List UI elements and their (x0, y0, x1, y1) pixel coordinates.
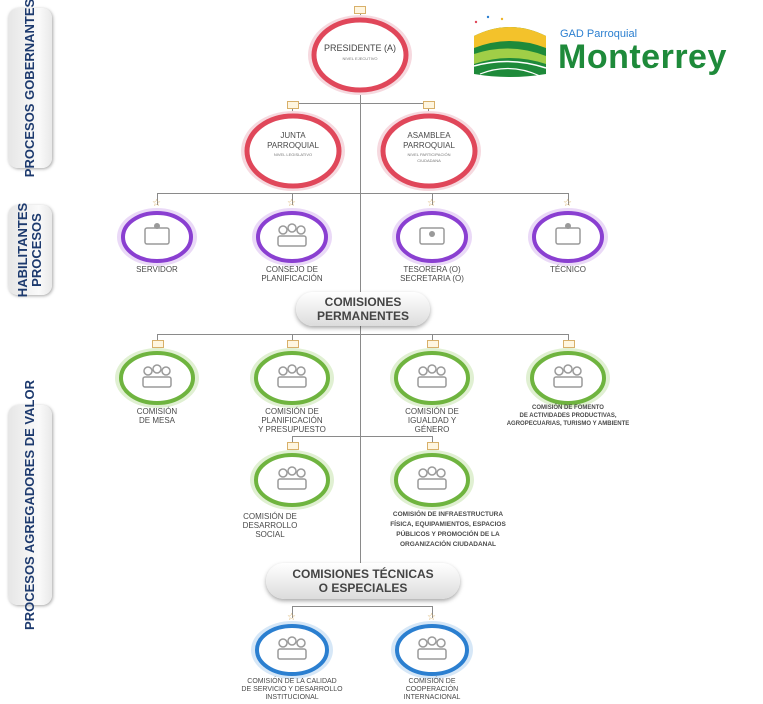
pill-tecnicas-line1: COMISIONES TÉCNICAS (292, 567, 434, 581)
tag-planif (287, 340, 299, 348)
node-mesa-line2: DE MESA (138, 416, 175, 425)
node-asamblea-circle (377, 111, 481, 191)
node-desarrollo-line1: COMISIÓN DE (243, 512, 297, 521)
pill-tecnicas-line2: O ESPECIALES (318, 581, 408, 595)
side-tab-habilitantes: HABILITANTES PROCESOS (8, 202, 52, 298)
node-presidente-title: PRESIDENTE (A) (323, 43, 396, 53)
logo-emblem (473, 15, 547, 77)
star-cooperacion: ☆ (427, 612, 436, 623)
side-label-gobernantes: PROCESOS GOBERNANTES (22, 0, 37, 178)
node-calidad-line3: INSTITUCIONAL (265, 694, 319, 701)
node-presidente-circle (308, 15, 412, 95)
node-tesorera-circle (392, 208, 472, 266)
node-cooperacion-line3: INTERNACIONAL (403, 694, 461, 701)
node-cooperacion-circle (391, 621, 473, 679)
side-label-habilitantes: HABILITANTES PROCESOS (15, 202, 44, 298)
node-igualdad-circle (390, 348, 474, 408)
node-mesa-line1: COMISIÓN (136, 407, 178, 416)
logo-small-text: GAD Parroquial (560, 28, 638, 40)
node-calidad-circle (251, 621, 333, 679)
node-infra-line4: ORGANIZACIÓN CIUDADANAL (399, 541, 497, 548)
node-infra-line3: PÚBLICOS Y PROMOCIÓN DE LA (396, 531, 500, 538)
node-asamblea-sub2: CIUDADANA (417, 158, 441, 163)
tag-mesa (152, 340, 164, 348)
node-planif-line3: Y PRESUPUESTO (258, 425, 326, 434)
pill-permanentes: COMISIONES PERMANENTES (296, 292, 430, 326)
node-cooperacion-line1: COMISIÓN DE (408, 678, 456, 685)
node-tecnico-circle (528, 208, 608, 266)
node-junta-line2: PARROQUIAL (267, 141, 319, 150)
star-servidor: ☆ (152, 198, 161, 209)
node-fomento-line3: AGROPECUARIAS, TURISMO Y AMBIENTE (506, 421, 630, 427)
node-planif-circle (250, 348, 334, 408)
node-desarrollo-line3: SOCIAL (255, 530, 285, 539)
node-asamblea-sub1: NIVEL PARTICIPACIÓN (407, 152, 451, 157)
side-tab-gobernantes: PROCESOS GOBERNANTES (8, 0, 52, 177)
node-infra-circle (390, 450, 474, 510)
node-mesa-circle (115, 348, 199, 408)
pill-permanentes-line2: PERMANENTES (316, 309, 409, 323)
tag-desarrollo (287, 442, 299, 450)
node-servidor-circle (117, 208, 197, 266)
side-label-habilitantes-line1: HABILITANTES (15, 202, 30, 298)
node-asamblea-line1: ASAMBLEA (407, 131, 451, 140)
node-cooperacion-line2: COOPERACIÓN (405, 686, 459, 693)
node-fomento-line2: DE ACTIVIDADES PRODUCTIVAS, (519, 413, 617, 419)
node-igualdad-line1: COMISIÓN DE (405, 407, 459, 416)
node-tesorera-line1: TESORERA (O) (403, 265, 461, 274)
node-consejo-line1: CONSEJO DE (265, 265, 318, 274)
tag-junta (287, 101, 299, 109)
tag-presidente (354, 6, 366, 14)
star-tesorera: ☆ (427, 198, 436, 209)
node-junta-circle (241, 111, 345, 191)
side-tab-agregadores: PROCESOS AGREGADORES DE VALOR (8, 380, 52, 630)
node-fomento-circle (526, 348, 610, 408)
node-infra-line2: FÍSICA, EQUIPAMIENTOS, ESPACIOS (390, 521, 506, 528)
logo: GAD Parroquial Monterrey (470, 14, 760, 84)
side-label-agregadores: PROCESOS AGREGADORES DE VALOR (22, 380, 37, 630)
node-planif-line1: COMISIÓN DE (265, 407, 319, 416)
star-tecnico: ☆ (563, 198, 572, 209)
tag-asamblea (423, 101, 435, 109)
node-igualdad-line3: GÉNERO (414, 425, 450, 434)
node-servidor-label: SERVIDOR (136, 265, 178, 274)
node-consejo-line2: PLANIFICACIÓN (261, 274, 323, 283)
node-tesorera-line2: SECRETARIA (O) (400, 274, 464, 283)
node-desarrollo-circle (250, 450, 334, 510)
pill-tecnicas: COMISIONES TÉCNICAS O ESPECIALES (266, 563, 460, 599)
node-asamblea-line2: PARROQUIAL (403, 141, 455, 150)
node-fomento-line1: COMISIÓN DE FOMENTO (532, 405, 604, 411)
node-junta-sub: NIVEL LEGISLATIVO (273, 152, 313, 157)
pill-permanentes-line1: COMISIONES (324, 295, 402, 309)
star-calidad: ☆ (287, 612, 296, 623)
node-presidente-sub: NIVEL EJECUTIVO (342, 56, 378, 61)
tag-igualdad (427, 340, 439, 348)
node-calidad-line2: DE SERVICIO Y DESARROLLO (241, 686, 343, 693)
tag-infra (427, 442, 439, 450)
node-calidad-line1: COMISIÓN DE LA CALIDAD (247, 678, 337, 685)
star-consejo: ☆ (287, 198, 296, 209)
tag-fomento (563, 340, 575, 348)
logo-big-text: Monterrey (558, 38, 727, 76)
node-planif-line2: PLANIFICACIÓN (261, 416, 323, 425)
node-desarrollo-line2: DESARROLLO (242, 521, 298, 530)
node-junta-line1: JUNTA (280, 131, 306, 140)
node-igualdad-line2: IGUALDAD Y (407, 416, 457, 425)
side-label-habilitantes-line2: PROCESOS (29, 213, 44, 287)
node-infra-line1: COMISIÓN DE INFRAESTRUCTURA (392, 511, 504, 518)
node-tecnico-label: TÉCNICO (550, 265, 586, 274)
node-consejo-circle (252, 208, 332, 266)
